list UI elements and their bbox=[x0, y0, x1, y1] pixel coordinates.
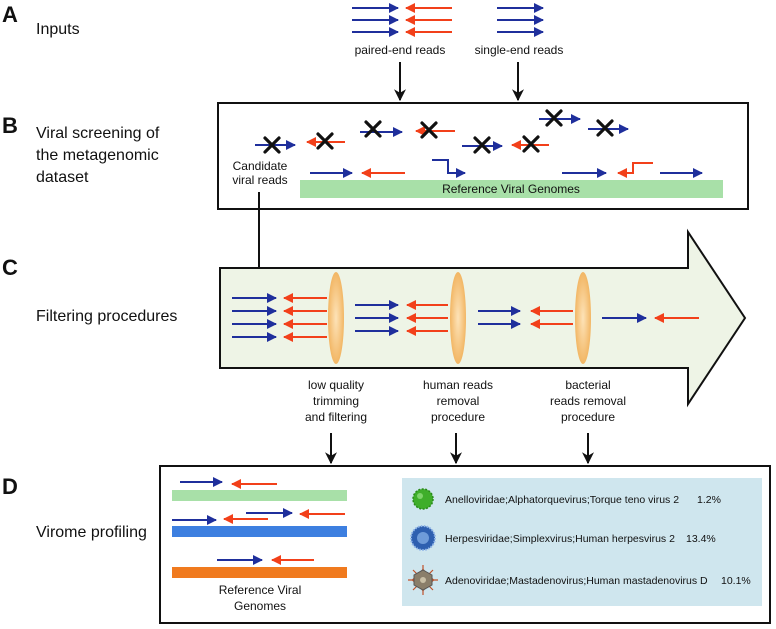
single-end-reads-icon bbox=[497, 3, 544, 37]
section-letter-c: C bbox=[2, 255, 18, 280]
svg-text:procedure: procedure bbox=[431, 410, 485, 424]
profiling-reference-label-line-1: Reference Viral bbox=[219, 583, 302, 597]
svg-text:and filtering: and filtering bbox=[305, 410, 367, 424]
filter-lens-3 bbox=[575, 272, 591, 364]
svg-text:human reads: human reads bbox=[423, 378, 493, 392]
svg-text:removal: removal bbox=[437, 394, 480, 408]
herpesvirus-icon bbox=[410, 525, 436, 551]
section-d-header: D Virome profiling bbox=[2, 474, 147, 541]
filter-lens-1 bbox=[328, 272, 344, 364]
section-letter-a: A bbox=[2, 2, 18, 27]
svg-text:trimming: trimming bbox=[313, 394, 359, 408]
mapped-reads bbox=[172, 477, 345, 565]
section-title-a: Inputs bbox=[36, 21, 80, 38]
result-percent-3: 10.1% bbox=[721, 575, 751, 587]
section-title-d: Virome profiling bbox=[36, 524, 147, 541]
filter-step-2-label: human reads removal procedure bbox=[423, 378, 493, 424]
section-letter-d: D bbox=[2, 474, 18, 499]
anellovirus-icon bbox=[412, 488, 434, 510]
svg-text:bacterial: bacterial bbox=[565, 378, 610, 392]
section-title-b-line-3: dataset bbox=[36, 169, 89, 186]
section-b-header: B Viral screening of the metagenomic dat… bbox=[2, 113, 160, 186]
paired-end-reads-label: paired-end reads bbox=[355, 43, 446, 57]
section-a-header: A Inputs bbox=[2, 2, 80, 38]
filtering-arrow-shape bbox=[219, 228, 747, 408]
filter-lens-2 bbox=[450, 272, 466, 364]
reads-before-step-1 bbox=[232, 293, 327, 342]
candidate-label-line-1: Candidate bbox=[233, 159, 288, 173]
filter-step-3-label: bacterial reads removal procedure bbox=[550, 378, 626, 424]
reads-before-step-2 bbox=[355, 300, 448, 336]
section-title-b-line-2: the metagenomic bbox=[36, 147, 159, 164]
reference-bar-orange bbox=[172, 567, 347, 578]
reference-genomes-bar bbox=[300, 180, 723, 198]
reference-genomes-bar-label: Reference Viral Genomes bbox=[442, 182, 580, 196]
result-name-3: Adenoviridae;Mastadenovirus;Human mastad… bbox=[445, 575, 708, 587]
svg-text:low quality: low quality bbox=[308, 378, 364, 392]
result-percent-2: 13.4% bbox=[686, 533, 716, 545]
section-title-c: Filtering procedures bbox=[36, 308, 177, 325]
reads-before-step-3 bbox=[478, 306, 573, 329]
profiling-reference-label-line-2: Genomes bbox=[234, 599, 286, 613]
reference-bar-green bbox=[172, 490, 347, 501]
result-percent-1: 1.2% bbox=[697, 494, 721, 506]
svg-text:reads removal: reads removal bbox=[550, 394, 626, 408]
section-c-header: C Filtering procedures bbox=[2, 255, 177, 325]
matched-reads bbox=[310, 159, 703, 178]
adenovirus-icon bbox=[408, 565, 438, 595]
reject-x-icons bbox=[263, 109, 614, 154]
paired-end-reads-icon bbox=[352, 3, 452, 37]
result-name-1: Anelloviridae;Alphatorquevirus;Torque te… bbox=[445, 494, 679, 506]
candidate-label-line-2: viral reads bbox=[232, 173, 287, 187]
section-title-b-line-1: Viral screening of bbox=[36, 125, 160, 142]
result-name-2: Herpesviridae;Simplexvirus;Human herpesv… bbox=[445, 533, 675, 545]
single-end-reads-label: single-end reads bbox=[475, 43, 564, 57]
svg-text:procedure: procedure bbox=[561, 410, 615, 424]
reference-bar-blue bbox=[172, 526, 347, 537]
profiling-results-panel bbox=[402, 478, 762, 606]
section-letter-b: B bbox=[2, 113, 18, 138]
filter-step-1-label: low quality trimming and filtering bbox=[305, 378, 367, 424]
